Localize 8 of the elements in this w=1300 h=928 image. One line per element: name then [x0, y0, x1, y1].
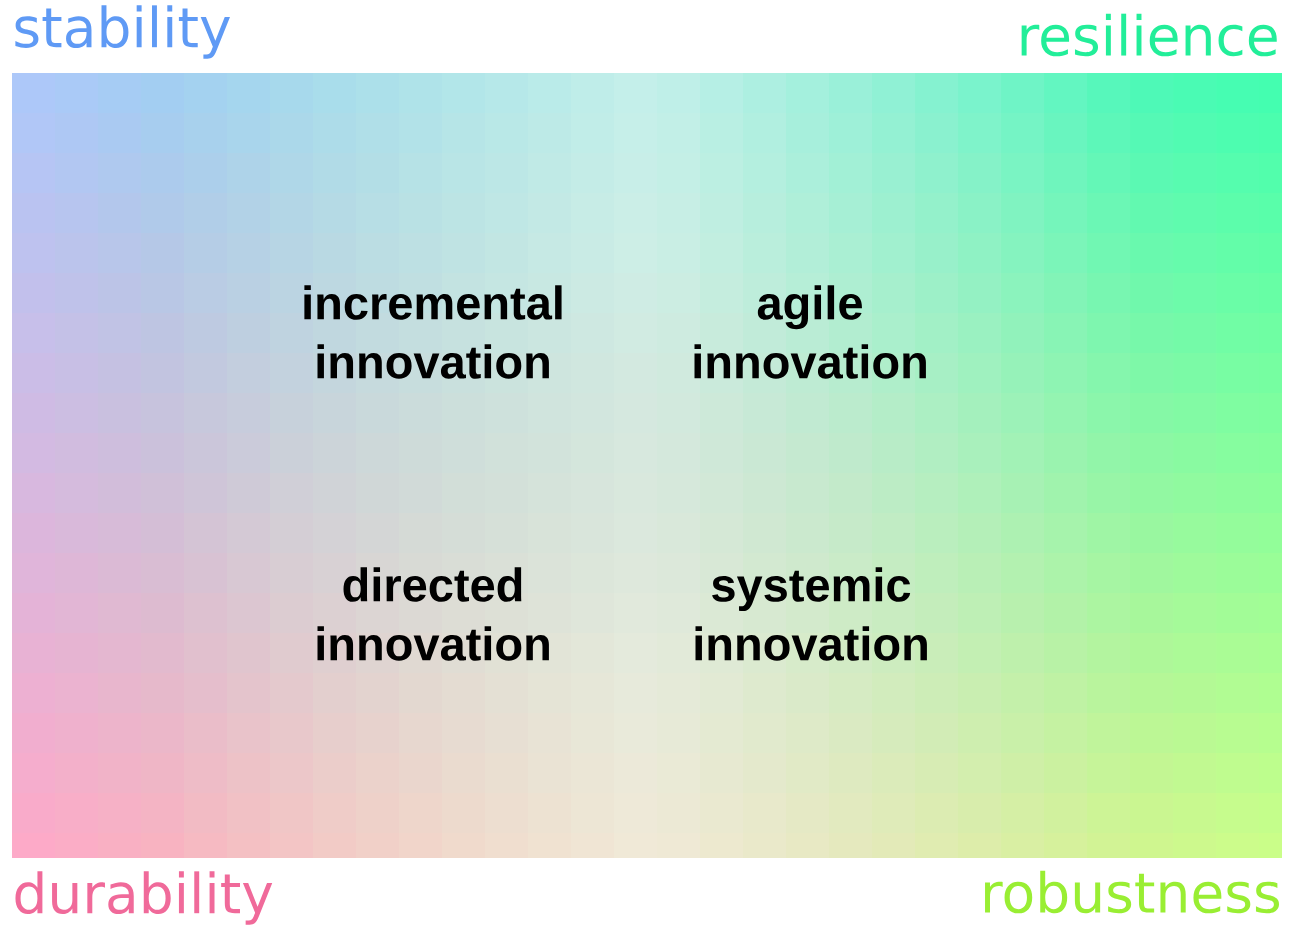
- quadrant-label: agile innovation: [694, 285, 926, 379]
- corner-label: robustness: [985, 870, 1279, 914]
- corner-label: resilience: [1021, 13, 1277, 57]
- quadrant-label: directed innovation: [317, 567, 549, 661]
- quadrant-label: incremental innovation: [304, 285, 562, 379]
- quadrant-label: systemic innovation: [695, 567, 927, 661]
- corner-label: stability: [15, 5, 230, 59]
- corner-label: durability: [15, 871, 273, 925]
